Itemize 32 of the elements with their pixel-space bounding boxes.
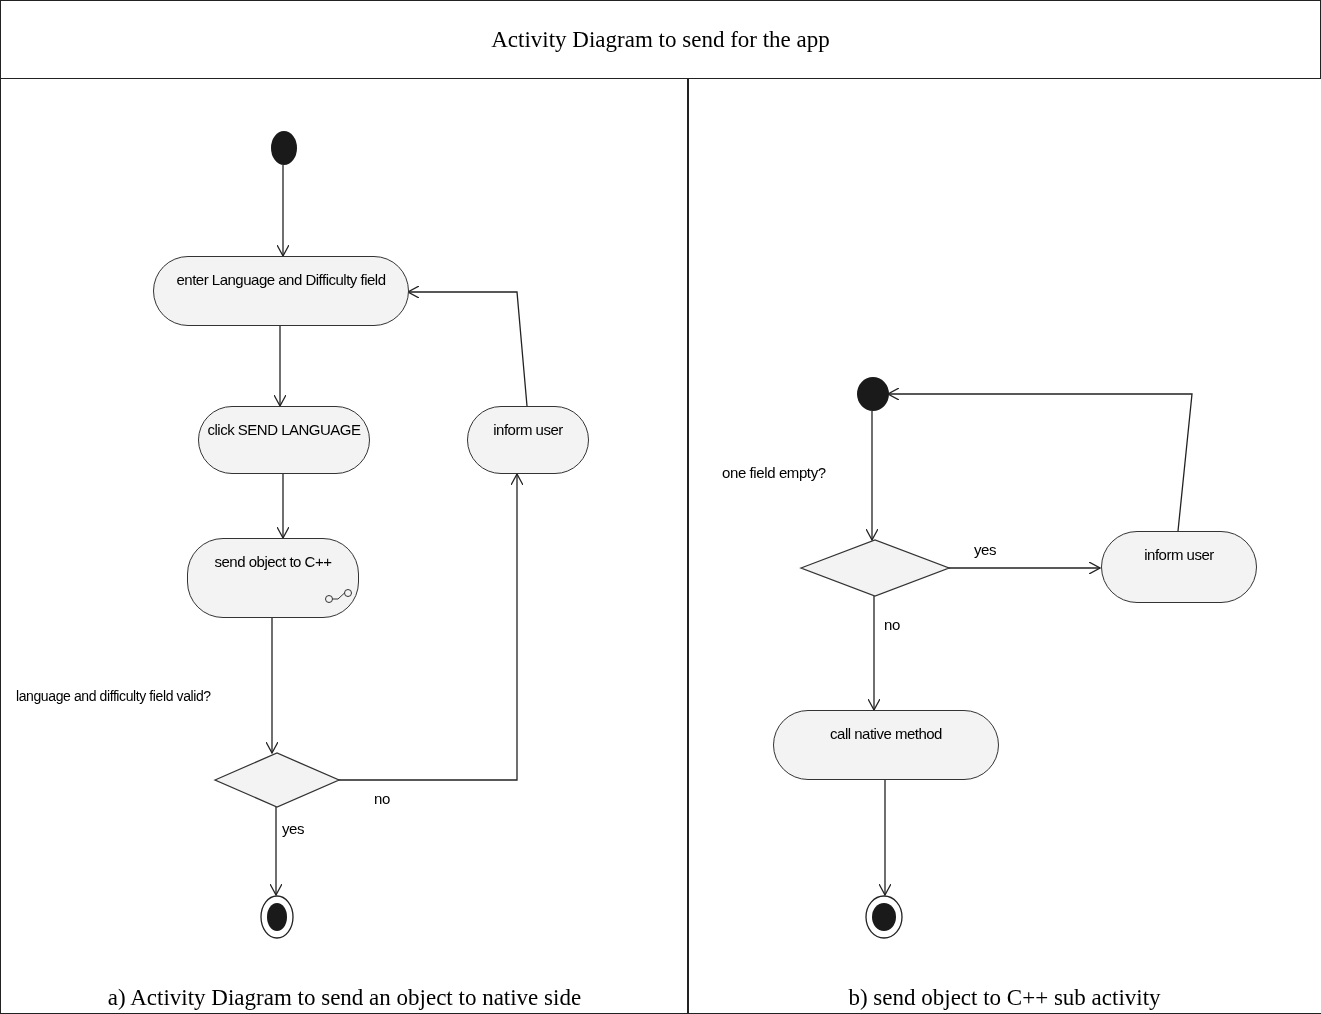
- edge-label: one field empty?: [720, 464, 828, 481]
- initial-node: [271, 131, 297, 165]
- action-label: send object to C++: [214, 553, 332, 570]
- arrow: [947, 561, 1101, 575]
- initial-node: [857, 377, 889, 411]
- final-node: [260, 895, 294, 939]
- edge-label: language and difficulty field valid?: [14, 688, 213, 704]
- arrow: [265, 617, 279, 754]
- action-label: inform user: [493, 421, 563, 438]
- arrow: [865, 410, 879, 541]
- diagram-panel: [687, 78, 1321, 1014]
- arrow: [273, 325, 287, 407]
- action-label: inform user: [1144, 546, 1214, 563]
- action-node: [187, 538, 359, 618]
- diagram-panel: [0, 78, 689, 1014]
- arrow: [407, 285, 528, 407]
- arrow: [337, 473, 524, 781]
- arrow: [867, 595, 881, 711]
- action-label: enter Language and Difficulty field: [176, 271, 386, 288]
- arrow: [878, 779, 892, 896]
- final-node: [865, 895, 903, 939]
- decision-diamond: [801, 540, 949, 596]
- action-label: call native method: [830, 725, 942, 742]
- arrow: [276, 164, 290, 257]
- arrow: [887, 387, 1193, 532]
- panel-caption: a) Activity Diagram to send an object to native side: [106, 984, 583, 1012]
- diagram-title: Activity Diagram to send for the app: [0, 0, 1321, 79]
- panel-caption: b) send object to C++ sub activity: [847, 984, 1162, 1012]
- arrow: [269, 806, 283, 896]
- action-label: click SEND LANGUAGE: [207, 421, 361, 438]
- arrow: [276, 473, 290, 539]
- decision-diamond: [215, 753, 339, 807]
